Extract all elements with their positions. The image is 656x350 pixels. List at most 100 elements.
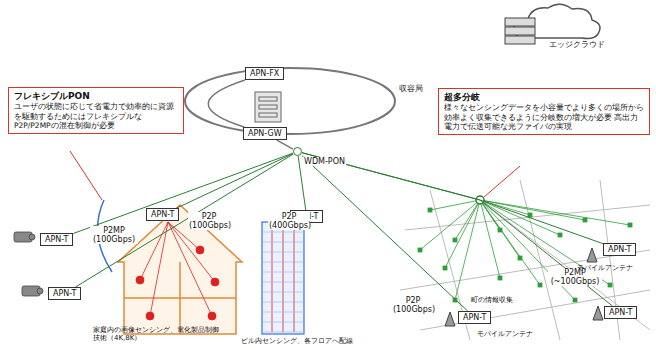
station-building — [255, 92, 281, 122]
camera-icon — [29, 234, 35, 240]
apn-box: APN-GW — [243, 127, 287, 140]
town-sensors — [453, 238, 457, 242]
link-label: P2P (100Gbps) — [188, 212, 230, 230]
camera-icon — [14, 232, 43, 296]
fiber-link — [75, 154, 293, 287]
antenna-label: モバイルアンテナ — [476, 330, 534, 338]
town-sensors — [480, 200, 630, 225]
building-floors — [262, 302, 304, 303]
backbone-link — [277, 140, 293, 149]
mobile-antenna — [445, 248, 603, 326]
station-building — [259, 113, 277, 117]
terminal-box: APN-T — [48, 287, 81, 300]
town-sensors — [528, 213, 532, 217]
building-floors — [262, 242, 304, 243]
node-label: APN-T — [45, 235, 68, 244]
town-map — [400, 180, 650, 340]
callout-text: ユーザの状態に応じて省電力で効率的に資源を駆動するためにはフレキシブルなP2P/… — [14, 102, 178, 130]
server-icon — [505, 27, 535, 35]
terminal-box: APN-T — [40, 233, 73, 246]
town-sensors — [628, 223, 632, 227]
town-sensors — [428, 208, 432, 212]
callout-box: 超多分岐様々なセンシングデータを小容量でより多くの場所から効率よく収集できるよう… — [438, 88, 650, 135]
node-label: APN-T — [463, 313, 486, 322]
town-sensors — [443, 266, 447, 270]
caption-note: ビル内センシング、各フロアへ配線 — [240, 337, 354, 345]
node-label: APN-GW — [248, 129, 282, 138]
building-floors — [262, 332, 304, 333]
town-sensors — [418, 248, 422, 252]
callout-leader — [70, 151, 102, 200]
town-sensors — [498, 276, 502, 280]
fiber-link — [302, 153, 612, 306]
terminal-box: APN-T — [146, 208, 179, 221]
fiber-link — [302, 156, 468, 311]
building-floors — [262, 232, 304, 332]
town-sensors — [455, 200, 480, 300]
camera-icon — [37, 288, 43, 294]
server-icon — [505, 18, 535, 44]
link-label: P2MP (100Gbps) — [90, 226, 138, 244]
callout-heading: 超多分岐 — [444, 92, 644, 102]
town-sensors — [480, 200, 540, 285]
callout-text: 様々なセンシングデータを小容量でより多くの場所から効率よく収集できるように分岐数… — [444, 103, 644, 131]
mobile-antenna — [593, 306, 603, 320]
mobile-antenna — [587, 248, 597, 262]
area-label: 町の情報収集 — [470, 296, 514, 304]
splitter-node: WDM-PON — [293, 147, 302, 156]
building-floors — [262, 252, 304, 253]
house — [118, 205, 242, 334]
apn-box: APN-FX — [245, 67, 284, 80]
town-sensors — [538, 283, 542, 287]
house-sensors — [140, 222, 168, 280]
callout-box: フレキシブルPONユーザの状態に応じて省電力で効率的に資源を駆動するためにはフレ… — [8, 87, 184, 134]
station-building — [259, 105, 277, 109]
town-sensors — [608, 283, 612, 287]
terminal-box: APN-T — [604, 306, 637, 319]
town-sensors — [445, 200, 480, 268]
town-map — [420, 290, 650, 330]
house — [118, 205, 242, 334]
house-sensors — [196, 246, 204, 254]
town-sensors — [583, 218, 587, 222]
house-sensors — [168, 222, 212, 316]
building-floors — [262, 232, 304, 233]
building-floors — [262, 262, 304, 263]
link-label: P2P (100Gbps) — [392, 296, 434, 314]
town-sensors — [430, 200, 480, 210]
station-building — [255, 92, 281, 122]
building-floors — [262, 292, 304, 293]
fiber-link — [177, 154, 293, 208]
callout-leader — [484, 166, 520, 197]
node-label: APN-T — [53, 289, 76, 298]
town-sensors — [418, 200, 632, 302]
node-label: WDM-PON — [303, 157, 346, 166]
antenna-label: モバイルアンテナ — [576, 264, 634, 272]
building-floors — [262, 282, 304, 283]
house-sensors — [211, 278, 219, 286]
office-building — [262, 222, 304, 334]
town-map — [520, 180, 560, 340]
mobile-antenna — [445, 312, 455, 326]
building-floors — [262, 312, 304, 313]
metro-ring — [185, 68, 395, 134]
caption-note: 家庭内の画像センシング、電化製品制御技術（4K,8K） — [92, 326, 224, 342]
link-label: P2P (400Gbps) — [268, 212, 310, 230]
terminal-box: APN-T — [458, 311, 491, 324]
cloud-label: エッジクラウド — [548, 40, 606, 49]
server-icon — [505, 36, 535, 44]
town-sensors — [455, 200, 480, 240]
station-building — [259, 97, 277, 101]
town-map — [480, 200, 650, 330]
terminal-box: APN-T — [603, 243, 636, 256]
house-sensors — [146, 312, 154, 320]
office-building — [262, 222, 304, 334]
node-label: APN-T — [608, 245, 631, 254]
house — [179, 262, 181, 334]
node-label: APN-T — [609, 308, 632, 317]
house-sensors — [136, 222, 219, 320]
site-label: 収容局 — [398, 84, 424, 93]
